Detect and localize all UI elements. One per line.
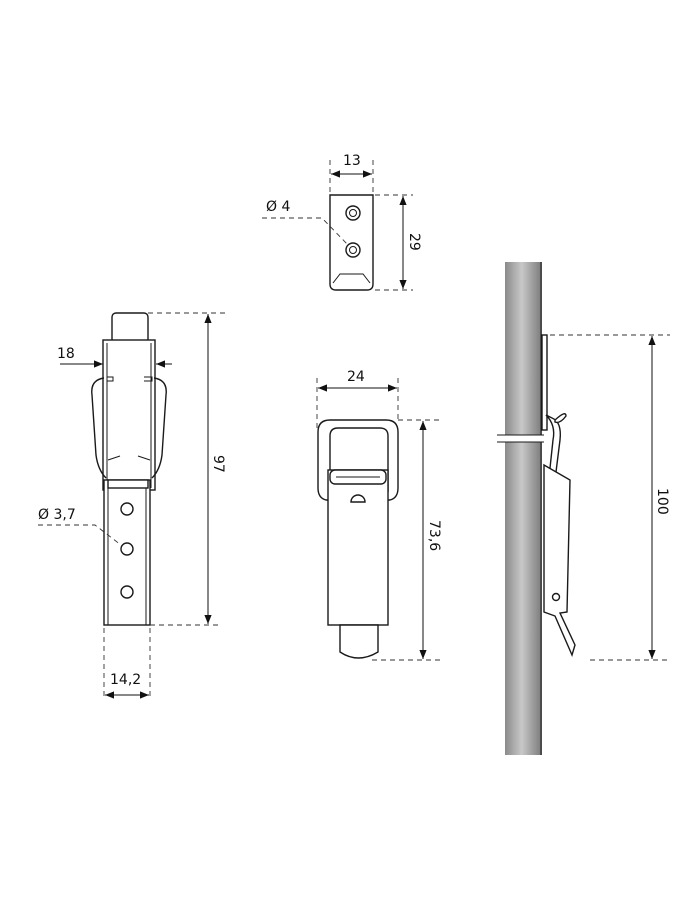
plate-width-label: 13	[343, 153, 361, 169]
strike-plate	[329, 194, 374, 291]
latch-front-width-label: 18	[57, 346, 75, 362]
latch-closed-width-label: 24	[347, 369, 365, 385]
latch-closed-length-dimension: 73,6	[372, 419, 442, 661]
plate-height-label: 29	[406, 233, 422, 251]
latch-front-length-dimension: 97	[148, 312, 226, 626]
mounted-side-view	[497, 262, 576, 755]
plate-hole-label: Ø 4	[266, 199, 290, 215]
latch-front-length-label: 97	[210, 455, 226, 473]
plate-height-dimension: 29	[375, 194, 422, 291]
plate-hole-dimension: Ø 4	[262, 199, 349, 246]
latch-front-view	[91, 312, 167, 626]
mounted-length-label: 100	[654, 488, 670, 515]
latch-closed-length-label: 73,6	[426, 520, 442, 551]
plate-width-dimension: 13	[329, 153, 374, 195]
mounted-length-dimension: 100	[550, 334, 670, 661]
latch-closed-view	[317, 419, 399, 659]
latch-strip-width-label: 14,2	[110, 672, 141, 688]
latch-hole-label: Ø 3,7	[38, 507, 76, 523]
latch-strip-width-dimension: 14,2	[103, 628, 151, 700]
latch-front-width-dimension: 18	[57, 346, 172, 368]
latch-hole-dimension: Ø 3,7	[38, 507, 122, 546]
latch-closed-width-dimension: 24	[316, 369, 399, 430]
